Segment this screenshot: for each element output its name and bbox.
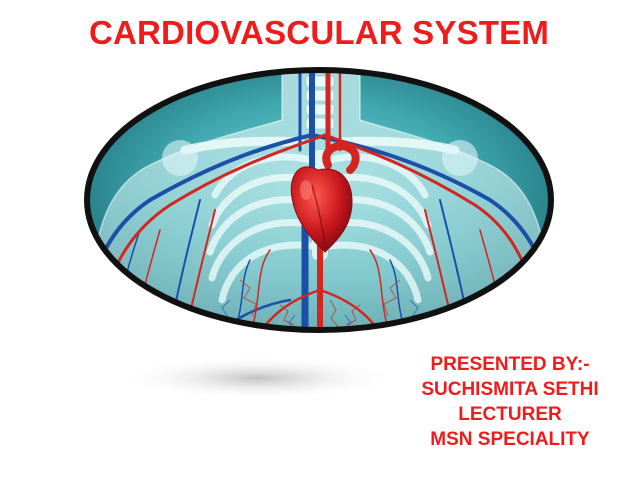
presented-by-label: PRESENTED BY:-	[430, 354, 590, 375]
presenter-speciality: MSN SPECIALITY	[430, 429, 590, 450]
presenter-block: PRESENTED BY:- SUCHISMITA SETHI LECTURER…	[410, 352, 610, 452]
presenter-name: SUCHISMITA SETHI	[421, 379, 599, 400]
slide-title: CARDIOVASCULAR SYSTEM	[88, 14, 550, 51]
presenter-designation: LECTURER	[458, 404, 562, 425]
